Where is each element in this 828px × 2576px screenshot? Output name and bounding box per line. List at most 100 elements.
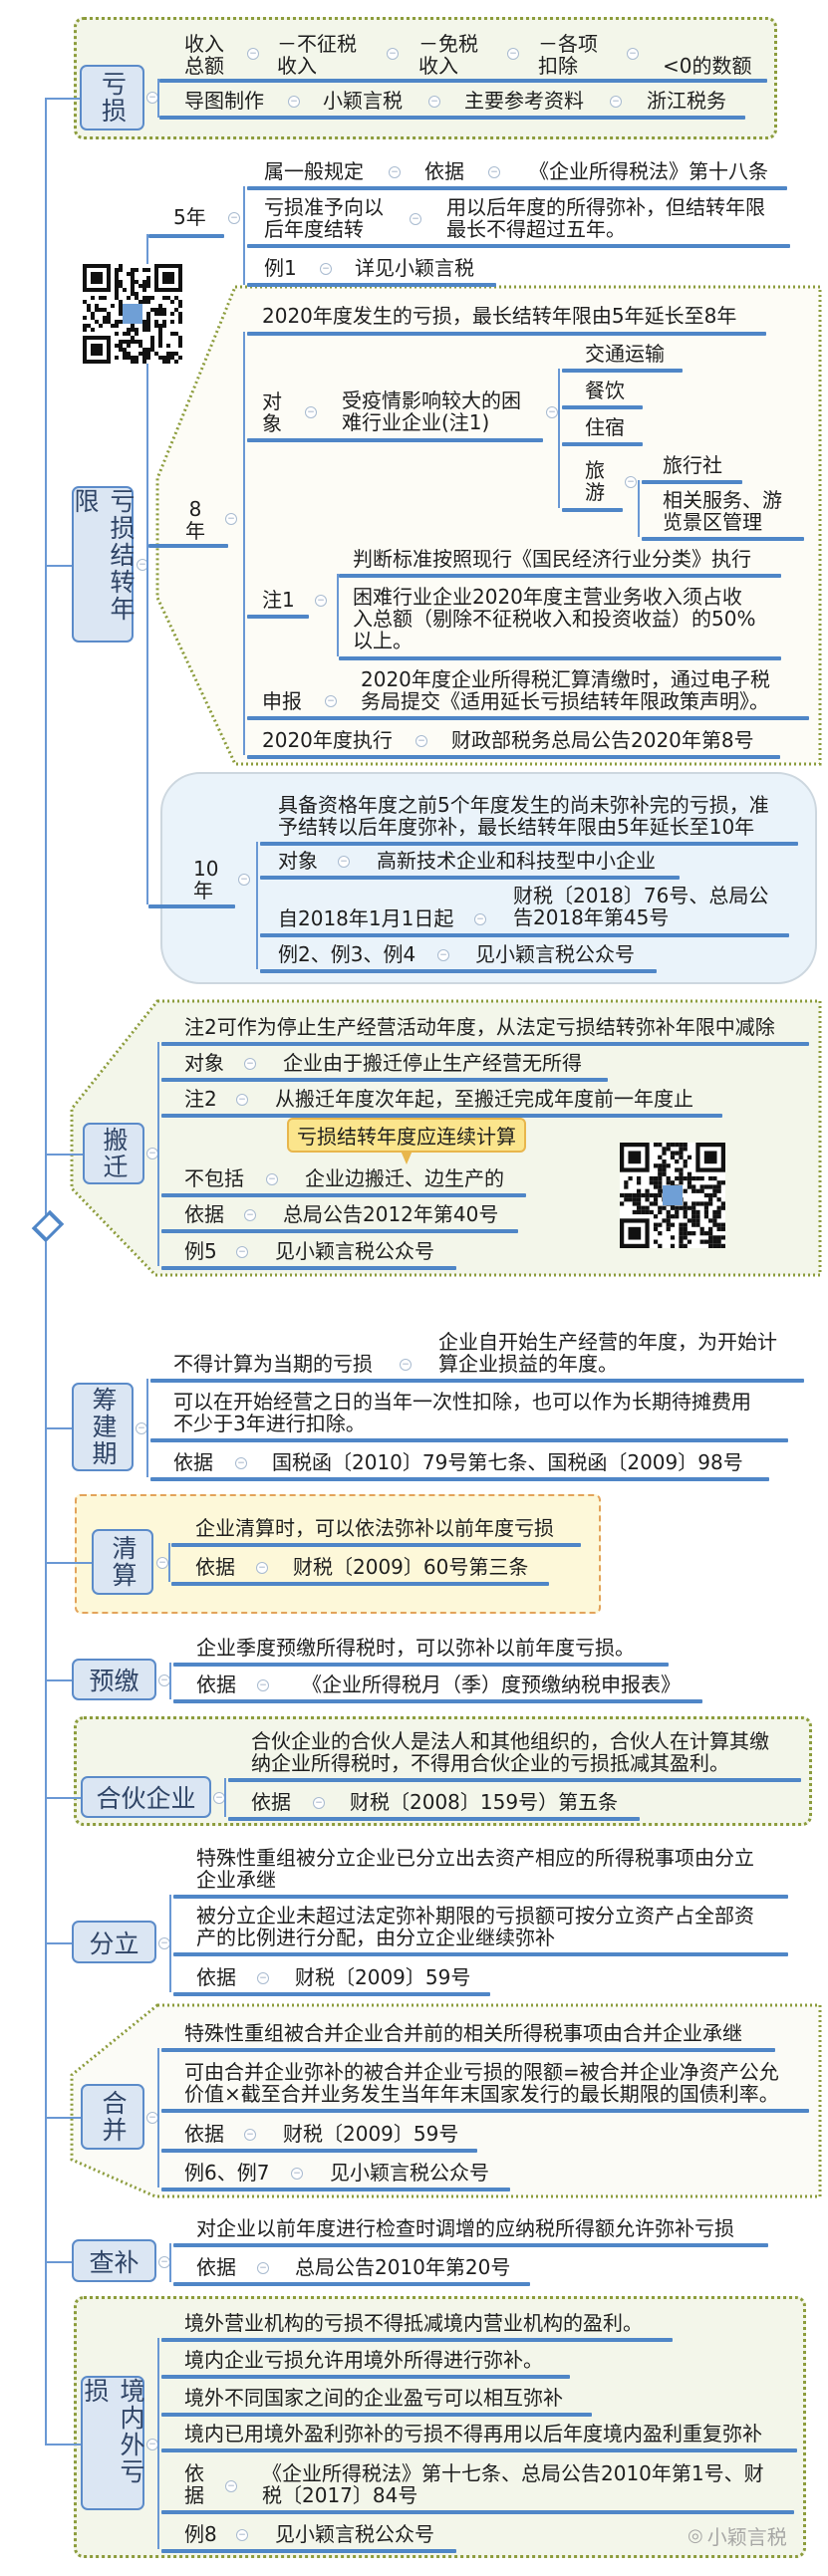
qr-finder xyxy=(91,344,103,356)
qr-module xyxy=(146,348,150,352)
collapse-toggle[interactable]: − xyxy=(387,48,399,60)
collapse-toggle[interactable]: − xyxy=(437,949,449,961)
collapse-toggle[interactable]: − xyxy=(257,1679,269,1691)
collapse-toggle[interactable]: − xyxy=(315,595,327,607)
collapse-toggle[interactable]: − xyxy=(247,48,259,60)
topic-division[interactable]: 分立 xyxy=(72,1921,156,1963)
topic-partnership[interactable]: 合伙企业 xyxy=(81,1776,211,1818)
collapse-toggle[interactable]: − xyxy=(627,48,639,60)
topic-relocation[interactable]: 搬迁 xyxy=(83,1123,144,1184)
qr-module xyxy=(649,1175,654,1181)
row-underline xyxy=(260,876,680,880)
qr-module xyxy=(123,288,127,292)
collapse-toggle[interactable]: − xyxy=(389,166,401,178)
collapse-toggle[interactable]: − xyxy=(146,2439,158,2450)
qr-module xyxy=(708,1175,713,1181)
connector xyxy=(45,1562,93,1564)
liquidation-rule: 企业清算时，可以依法弥补以前年度亏损 xyxy=(195,1516,554,1540)
target-value: 企业由于搬迁停止生产经营无所得 xyxy=(283,1051,582,1075)
collapse-toggle[interactable]: − xyxy=(610,96,622,108)
collapse-toggle[interactable]: − xyxy=(225,513,237,525)
not-current-loss-label: 不得计算为当期的亏损 xyxy=(173,1352,373,1376)
qr-module xyxy=(699,1226,704,1232)
collapse-toggle[interactable]: − xyxy=(507,48,519,60)
collapse-toggle[interactable]: − xyxy=(291,2168,303,2180)
topic-loss[interactable]: 亏损 xyxy=(80,65,144,130)
qr-module xyxy=(170,352,174,356)
collapse-toggle[interactable]: − xyxy=(236,1094,248,1106)
collapse-toggle[interactable]: − xyxy=(305,406,317,418)
collapse-toggle[interactable]: − xyxy=(320,263,332,275)
collapse-toggle[interactable]: − xyxy=(410,213,421,225)
row-underline xyxy=(247,186,787,190)
topic-audit-adjustment[interactable]: 查补 xyxy=(72,2239,156,2282)
collapse-toggle[interactable]: − xyxy=(156,1557,168,1569)
collapse-toggle[interactable]: − xyxy=(238,874,250,886)
qr-module xyxy=(636,1192,642,1198)
qr-module xyxy=(632,1209,637,1215)
row-underline xyxy=(161,1229,518,1233)
row-underline xyxy=(260,933,789,937)
example-label: 例8 xyxy=(184,2522,217,2546)
qr-module xyxy=(123,356,127,360)
topic-loss-carryforward-period[interactable]: 亏损结转年限 xyxy=(71,486,136,643)
qr-module xyxy=(712,1218,717,1223)
partnership-rule: 合伙企业的合伙人是法人和其他组织的，合伙人在计算其缴 纳企业所得税时，不得用合伙… xyxy=(251,1729,769,1775)
qr-module xyxy=(99,308,103,312)
topic-domestic-foreign-loss[interactable]: 境内外亏损 xyxy=(81,2376,145,2510)
topic-label: 查补 xyxy=(89,2247,139,2277)
collapse-toggle[interactable]: − xyxy=(158,1937,170,1949)
collapse-toggle[interactable]: − xyxy=(236,2529,248,2541)
qr-module xyxy=(628,1192,633,1198)
qr-module xyxy=(687,1239,692,1244)
collapse-toggle[interactable]: − xyxy=(244,1058,256,1070)
collapse-toggle[interactable]: − xyxy=(244,2129,256,2141)
collapse-toggle[interactable]: − xyxy=(313,1797,325,1809)
collapse-toggle[interactable]: − xyxy=(228,212,240,224)
industry-item: 交通运输 xyxy=(585,342,665,366)
connector xyxy=(45,1942,73,1944)
collapse-toggle[interactable]: − xyxy=(338,856,350,868)
collapse-toggle[interactable]: − xyxy=(266,1173,278,1185)
qr-module xyxy=(162,296,166,300)
qr-module xyxy=(146,316,150,320)
topic-prepayment[interactable]: 预缴 xyxy=(72,1659,156,1700)
connector xyxy=(45,98,81,100)
connector xyxy=(45,1679,73,1681)
row-underline xyxy=(247,615,309,619)
collapse-toggle[interactable]: − xyxy=(236,1246,248,1258)
collapse-toggle[interactable]: − xyxy=(488,166,500,178)
topic-liquidation[interactable]: 清算 xyxy=(92,1529,153,1595)
qr-finder xyxy=(91,272,103,284)
ten-year-headline: 具备资格年度之前5个年度发生的尚未弥补完的亏损，准 予结转以后年度弥补，最长结转… xyxy=(278,793,769,839)
qr-module xyxy=(158,328,162,332)
qr-module xyxy=(103,316,107,320)
branch-underline xyxy=(148,904,235,908)
collapse-toggle[interactable]: − xyxy=(256,1562,268,1574)
collapse-toggle[interactable]: − xyxy=(235,1457,247,1469)
collapse-toggle[interactable]: − xyxy=(257,1972,269,1984)
row-underline xyxy=(150,1379,804,1383)
topic-merger[interactable]: 合并 xyxy=(81,2084,144,2150)
topic-preparation-period[interactable]: 筹建期 xyxy=(72,1383,134,1471)
connector xyxy=(169,1895,171,1992)
row-underline xyxy=(161,2375,570,2379)
basis-value: 财税〔2009〕59号 xyxy=(283,2122,459,2146)
collapse-toggle[interactable]: − xyxy=(400,1359,412,1371)
qr-module xyxy=(91,316,95,320)
collapse-toggle[interactable]: − xyxy=(415,735,427,747)
collapse-toggle[interactable]: − xyxy=(158,1674,170,1686)
collapse-toggle[interactable]: − xyxy=(625,476,637,488)
collapse-toggle[interactable]: − xyxy=(546,406,558,418)
collapse-toggle[interactable]: − xyxy=(244,1209,256,1221)
qr-module xyxy=(150,308,154,312)
collapse-toggle[interactable]: − xyxy=(288,96,300,108)
qr-module xyxy=(150,336,154,340)
collapse-toggle[interactable]: − xyxy=(257,2262,269,2274)
collapse-toggle[interactable]: − xyxy=(428,96,440,108)
collapse-toggle[interactable]: − xyxy=(474,913,486,925)
qr-module xyxy=(162,308,166,312)
collapse-toggle[interactable]: − xyxy=(325,695,337,707)
qr-module xyxy=(658,1175,663,1181)
collapse-toggle[interactable]: − xyxy=(225,2480,237,2492)
